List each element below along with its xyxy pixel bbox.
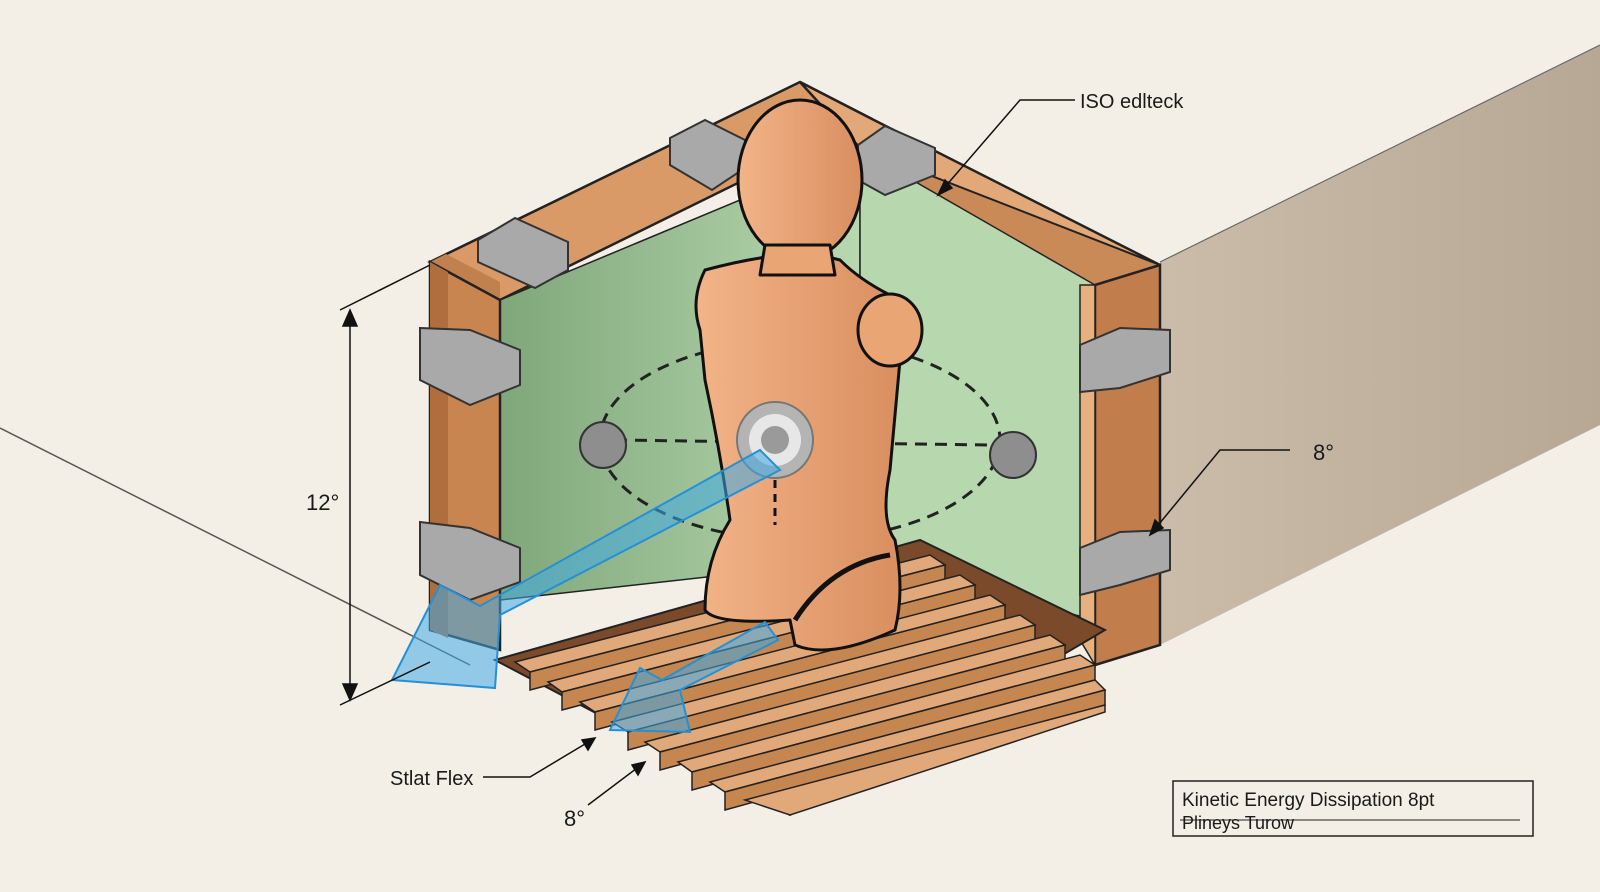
right-wall-shadow: [1160, 45, 1600, 645]
left-sensor-icon: [579, 421, 627, 469]
slat-flex-label: Stlat Flex: [390, 768, 473, 790]
dimension-lines: [339, 99, 1290, 806]
right-angle-label: 8°: [1313, 440, 1334, 465]
bracket-icon: [477, 216, 569, 290]
iso-label: ISO edlteck: [1080, 91, 1184, 113]
bracket-icon: [1079, 528, 1171, 597]
height-label: 12°: [306, 490, 339, 515]
floor-lines: [0, 44, 1600, 666]
title-block: Kinetic Energy Dissipation 8pt Plineys T…: [1172, 780, 1534, 837]
force-arrows: [390, 448, 782, 734]
mannequin-head: [736, 98, 864, 262]
force-arrow-bottom: [608, 620, 780, 734]
bracket-icon: [1079, 326, 1171, 394]
title-line-2: Plineys Turow: [1182, 813, 1295, 833]
metal-brackets: [419, 118, 1171, 602]
bracket-icon: [419, 326, 521, 407]
bottom-angle-label: 8°: [564, 806, 585, 831]
force-arrow-left: [390, 448, 782, 690]
bracket-icon: [419, 520, 521, 602]
title-line-1: Kinetic Energy Dissipation 8pt: [1182, 790, 1435, 811]
right-sensor-icon: [989, 431, 1037, 479]
